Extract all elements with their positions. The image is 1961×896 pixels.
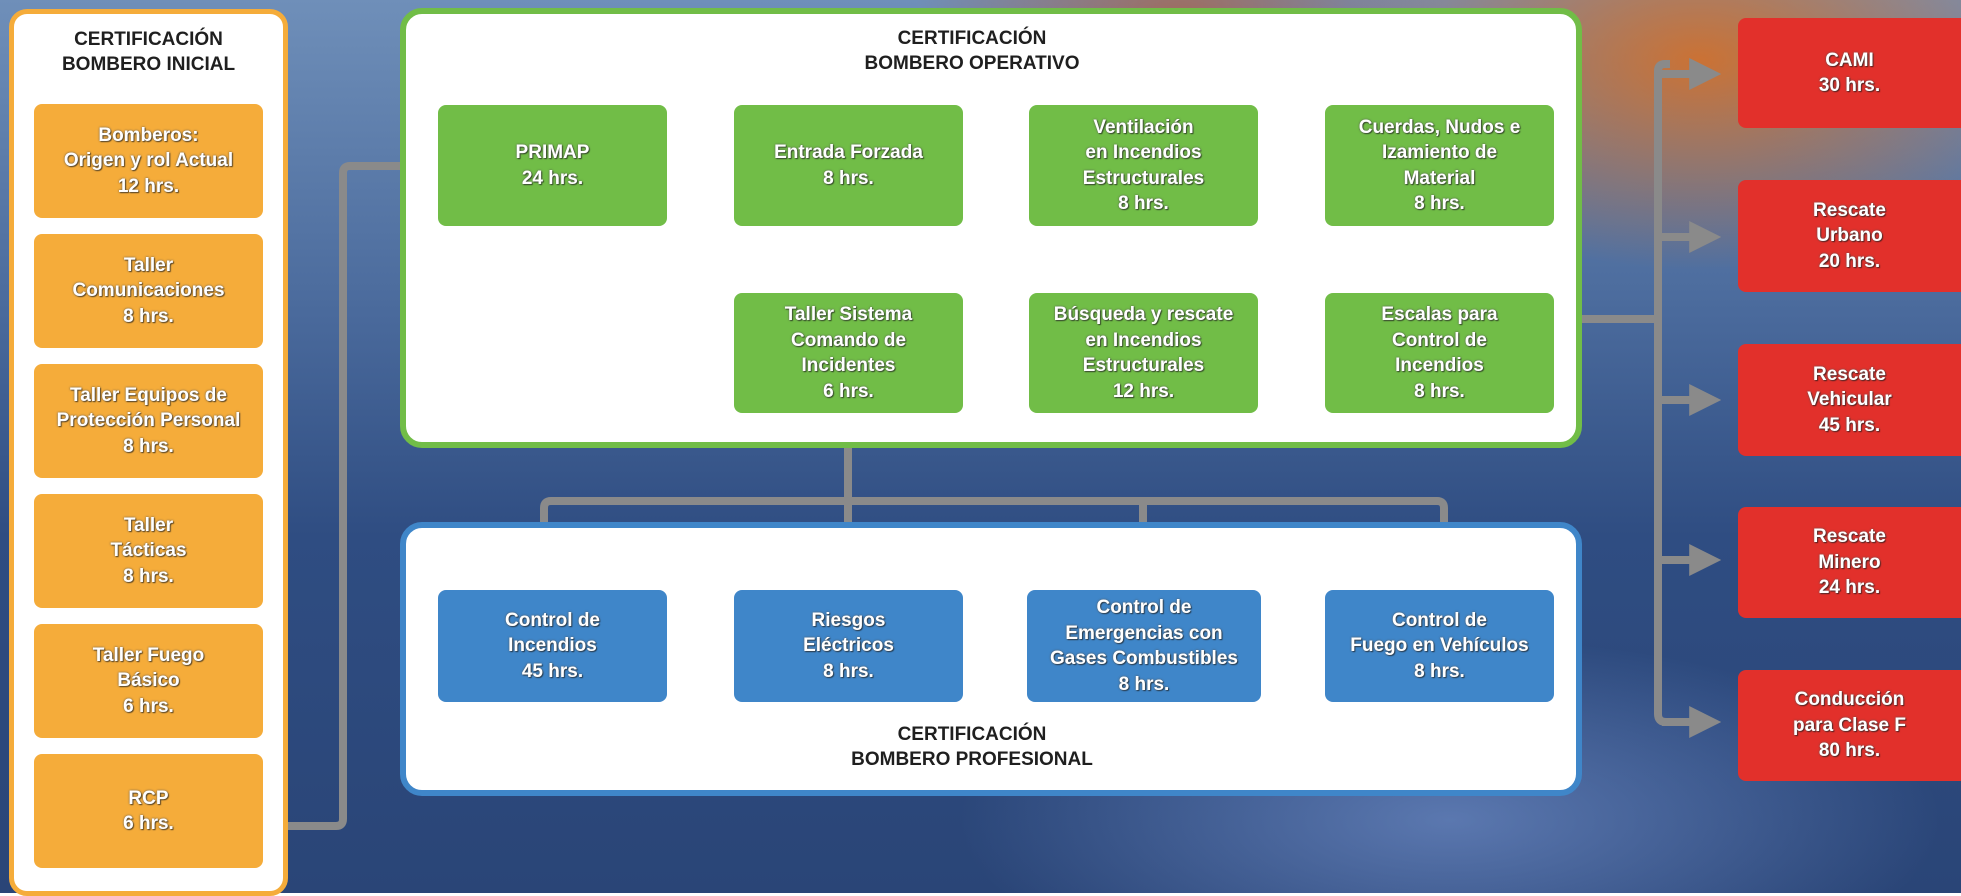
inicial-to-operativo-arrow xyxy=(263,150,433,830)
step-taller-epp: Taller Equipos de Protección Personal 8 … xyxy=(34,364,263,478)
spec-rescate-minero: Rescate Minero 24 hrs. xyxy=(1738,507,1961,618)
step-taller-tacticas: Taller Tácticas 8 hrs. xyxy=(34,494,263,608)
step-control-incendios: Control de Incendios 45 hrs. xyxy=(438,590,667,702)
especialidades-trunk xyxy=(1654,60,1672,726)
step-taller-comunicaciones: Taller Comunicaciones 8 hrs. xyxy=(34,234,263,348)
spec-conduccion-clase-f: Conducción para Clase F 80 hrs. xyxy=(1738,670,1961,781)
panel-title-inicial: CERTIFICACIÓN BOMBERO INICIAL xyxy=(61,29,236,75)
step-primap: PRIMAP 24 hrs. xyxy=(438,105,667,226)
operativo-to-profesional-bus xyxy=(540,497,1448,557)
spec-rescate-urbano: Rescate Urbano 20 hrs. xyxy=(1738,180,1961,292)
step-busqueda-rescate: Búsqueda y rescate en Incendios Estructu… xyxy=(1029,293,1258,413)
step-ventilacion: Ventilación en Incendios Estructurales 8… xyxy=(1029,105,1258,226)
step-fuego-vehiculos: Control de Fuego en Vehículos 8 hrs. xyxy=(1325,590,1554,702)
step-riesgos-electricos: Riesgos Eléctricos 8 hrs. xyxy=(734,590,963,702)
panel-title-profesional: CERTIFICACIÓN BOMBERO PROFESIONAL xyxy=(851,724,1093,770)
step-escalas: Escalas para Control de Incendios 8 hrs. xyxy=(1325,293,1554,413)
spec-rescate-vehicular: Rescate Vehicular 45 hrs. xyxy=(1738,344,1961,456)
step-taller-sci: Taller Sistema Comando de Incidentes 6 h… xyxy=(734,293,963,413)
step-rcp: RCP 6 hrs. xyxy=(34,754,263,868)
step-entrada-forzada: Entrada Forzada 8 hrs. xyxy=(734,105,963,226)
step-taller-fuego-basico: Taller Fuego Básico 6 hrs. xyxy=(34,624,263,738)
step-bomberos-origen: Bomberos: Origen y rol Actual 12 hrs. xyxy=(34,104,263,218)
step-gases-combustibles: Control de Emergencias con Gases Combust… xyxy=(1027,590,1261,702)
step-cuerdas-nudos: Cuerdas, Nudos e Izamiento de Material 8… xyxy=(1325,105,1554,226)
spec-cami: CAMI 30 hrs. xyxy=(1738,18,1961,128)
panel-title-operativo: CERTIFICACIÓN BOMBERO OPERATIVO xyxy=(864,28,1080,74)
